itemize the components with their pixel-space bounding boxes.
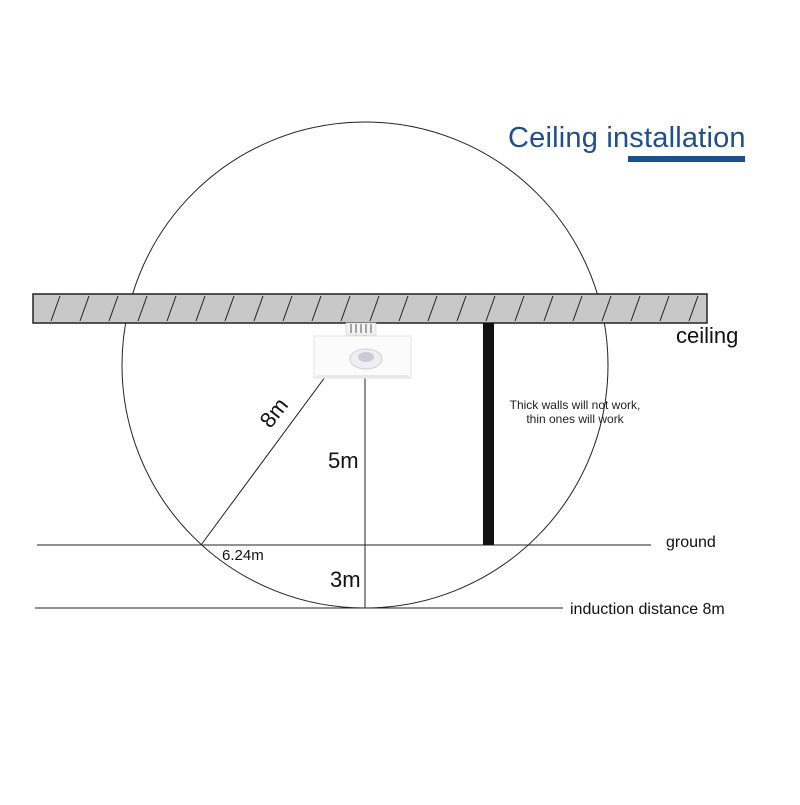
title-underline: [628, 156, 745, 162]
hatch-line: [630, 295, 641, 322]
hatch-line: [224, 295, 235, 322]
wall: [483, 323, 494, 545]
hatch-line: [137, 295, 148, 322]
hatch-line: [253, 295, 264, 322]
hatch-line: [688, 295, 699, 322]
hatch-line: [108, 295, 119, 322]
ceiling-label: ceiling: [676, 323, 739, 348]
page-title: Ceiling installation: [508, 122, 746, 154]
ceiling-slab: [32, 293, 708, 324]
hatch-line: [195, 295, 206, 322]
hatch-line: [369, 295, 380, 322]
wall-note: Thick walls will not work, thin ones wil…: [490, 398, 660, 426]
hatch-line: [50, 295, 61, 322]
hatch-line: [340, 295, 351, 322]
hatch-line: [282, 295, 293, 322]
hatch-line: [166, 295, 177, 322]
hatch-line: [659, 295, 670, 322]
height-label: 5m: [328, 448, 359, 473]
below-ground-label: 3m: [330, 567, 361, 592]
hatch-line: [543, 295, 554, 322]
ceiling-slab-body: [32, 293, 708, 324]
ceiling-pir-sensor-icon: [313, 322, 412, 379]
wall-note-line1: Thick walls will not work,: [509, 398, 641, 412]
hatch-line: [456, 295, 467, 322]
ceiling-hatching: [50, 295, 699, 322]
hatch-line: [311, 295, 322, 322]
ground-label: ground: [666, 534, 716, 551]
induction-distance-label: induction distance 8m: [570, 601, 725, 618]
hatch-line: [427, 295, 438, 322]
hatch-line: [485, 295, 496, 322]
hatch-line: [572, 295, 583, 322]
hatch-line: [601, 295, 612, 322]
hatch-line: [398, 295, 409, 322]
hatch-line: [79, 295, 90, 322]
ground-radius-label: 6.24m: [222, 547, 264, 564]
hatch-line: [514, 295, 525, 322]
wall-note-line2: thin ones will work: [526, 412, 624, 426]
